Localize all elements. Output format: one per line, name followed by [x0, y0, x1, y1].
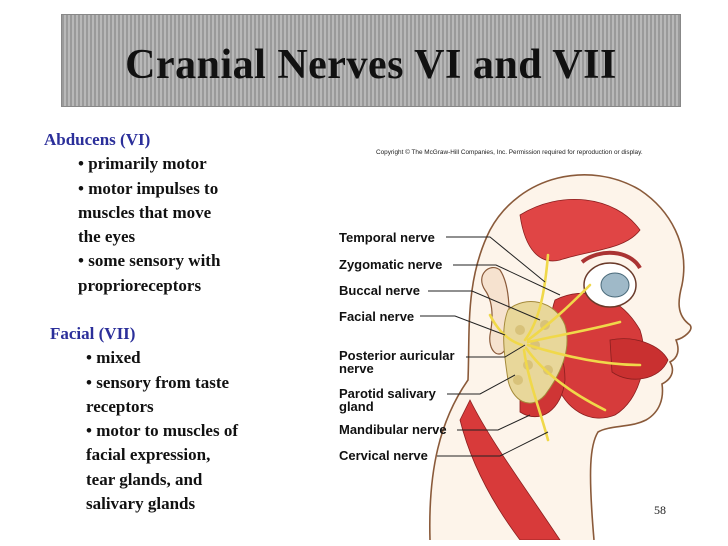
abducens-heading: Abducens (VI)	[44, 130, 151, 149]
title-bar: Cranial Nerves VI and VII	[61, 14, 681, 107]
facial-heading: Facial (VII)	[50, 324, 136, 343]
slide-title: Cranial Nerves VI and VII	[125, 42, 617, 88]
label-facial-nerve: Facial nerve	[339, 309, 415, 324]
figure-copyright: Copyright © The McGraw-Hill Companies, I…	[376, 149, 643, 156]
label-mandibular-nerve: Mandibular nerve	[339, 422, 447, 437]
facial-line: receptors	[86, 396, 154, 416]
abducens-line: • some sensory with	[78, 251, 221, 271]
facial-line: • mixed	[86, 348, 141, 368]
facial-section: Facial (VII) • mixed • sensory from tast…	[50, 322, 238, 516]
neck-muscle	[459, 399, 561, 540]
leader-lines	[420, 236, 561, 457]
label-posterior-auricular-1: Posterior auricular	[339, 348, 455, 363]
label-cervical-nerve: Cervical nerve	[339, 448, 428, 463]
mouth-muscle	[609, 338, 669, 380]
facial-line: • motor to muscles of	[86, 421, 238, 441]
facial-nerve-branches	[488, 253, 642, 442]
label-buccal-nerve: Buccal nerve	[339, 283, 420, 298]
abducens-section: Abducens (VI) • primarily motor • motor …	[44, 128, 220, 298]
label-temporal-nerve: Temporal nerve	[339, 230, 435, 245]
label-posterior-auricular-2: nerve	[339, 361, 374, 376]
abducens-line: • primarily motor	[78, 154, 207, 174]
facial-line: • sensory from taste	[86, 372, 230, 392]
facial-line: salivary glands	[86, 494, 196, 514]
temporal-muscle	[519, 199, 641, 262]
label-parotid-2: gland	[339, 399, 374, 414]
label-zygomatic-nerve: Zygomatic nerve	[339, 257, 443, 272]
facial-nerve-illustration	[420, 174, 692, 540]
abducens-line: proprioreceptors	[78, 275, 202, 295]
facial-line: tear glands, and	[86, 469, 203, 489]
page-number: 58	[654, 503, 666, 517]
abducens-line: the eyes	[78, 227, 136, 247]
facial-line: facial expression,	[86, 445, 211, 465]
label-parotid-1: Parotid salivary	[339, 386, 436, 401]
abducens-line: • motor impulses to	[78, 178, 219, 198]
abducens-line: muscles that move	[78, 202, 212, 222]
